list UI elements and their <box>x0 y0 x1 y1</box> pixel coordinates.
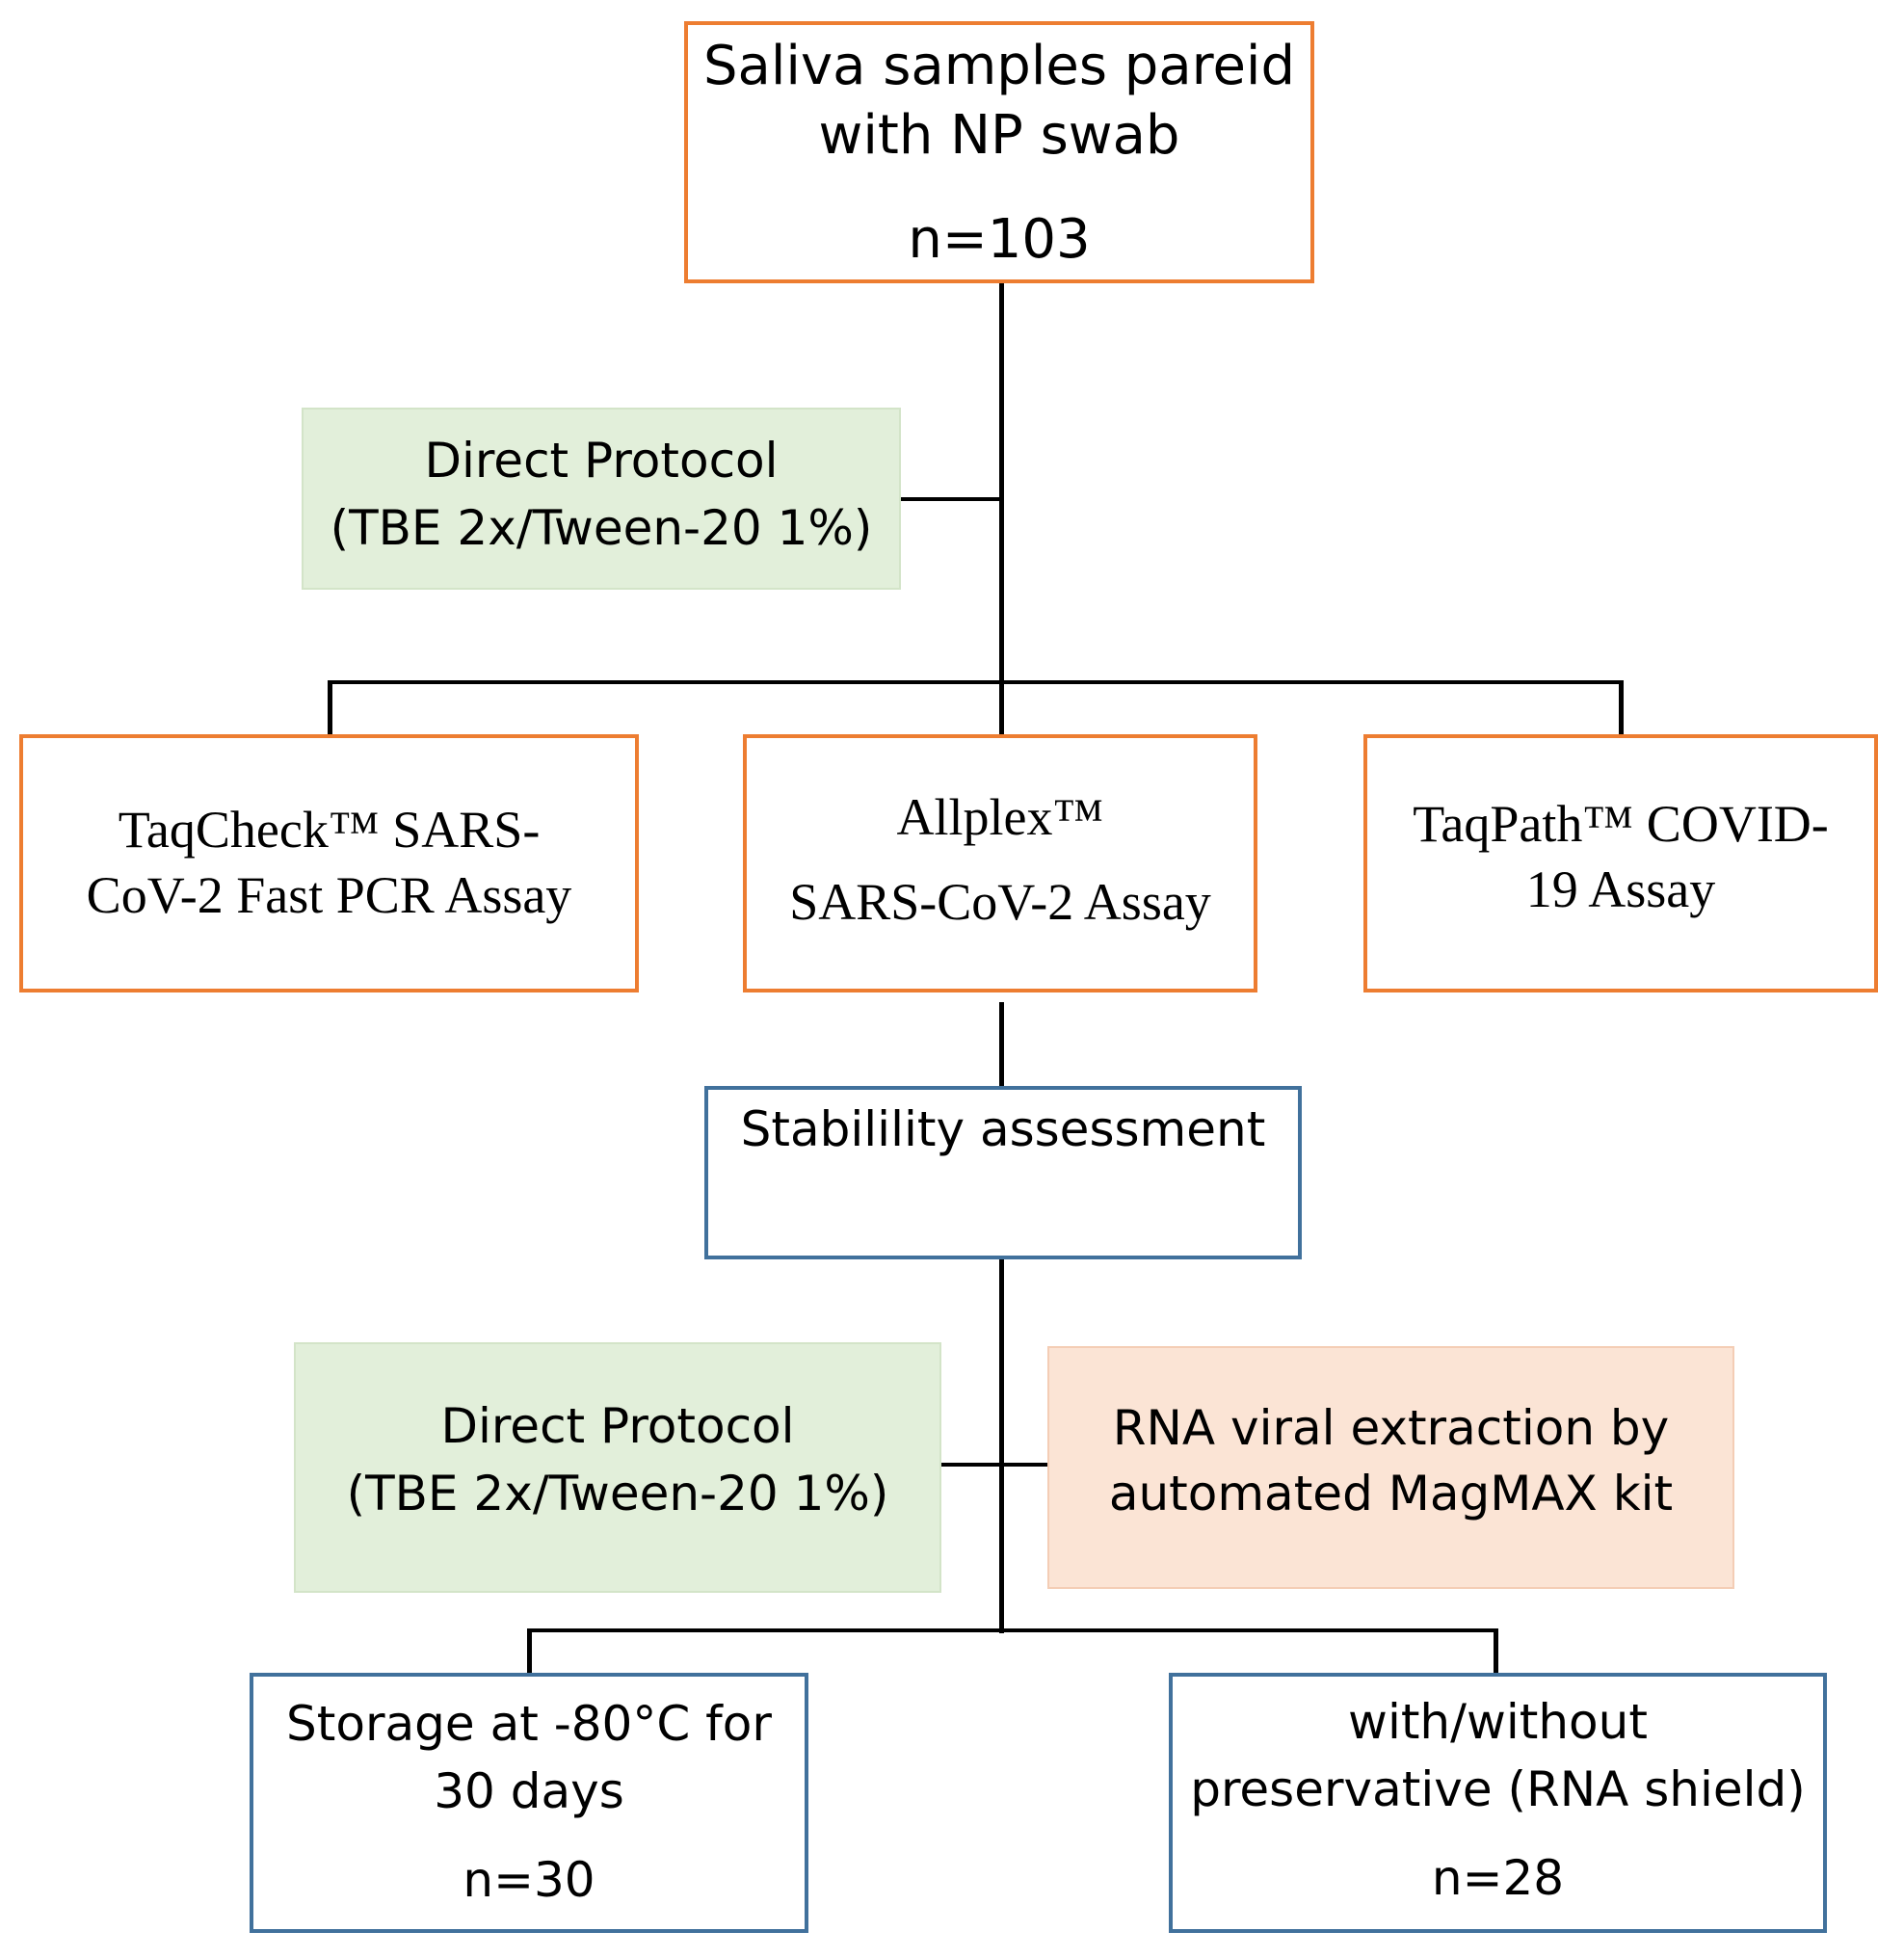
direct-protocol-top-line2: (TBE 2x/Tween-20 1%) <box>330 500 873 556</box>
preservative-line1: with/without <box>1348 1694 1648 1750</box>
direct-protocol-bottom-box: Direct Protocol (TBE 2x/Tween-20 1%) <box>294 1342 941 1593</box>
saliva-samples-line2: with NP swab <box>818 104 1180 167</box>
saliva-samples-count: n=103 <box>908 208 1091 271</box>
connector-storage-left-drop <box>527 1628 532 1673</box>
connector-storage-branch <box>527 1628 1498 1632</box>
rna-extraction-line2: automated MagMAX kit <box>1108 1466 1674 1521</box>
taqpath-assay-box: TaqPath™ COVID- 19 Assay <box>1363 734 1878 992</box>
preservative-line2: preservative (RNA shield) <box>1190 1761 1806 1817</box>
connector-top-trunk <box>999 283 1004 734</box>
direct-protocol-top-line1: Direct Protocol <box>424 433 779 489</box>
storage-line1: Storage at -80°C for <box>286 1696 772 1752</box>
direct-protocol-bottom-line2: (TBE 2x/Tween-20 1%) <box>346 1466 889 1521</box>
connector-storage-right-drop <box>1494 1628 1498 1673</box>
stability-assessment-box: Stabilility assessment <box>704 1086 1302 1259</box>
allplex-assay-line2: SARS-CoV-2 Assay <box>789 873 1211 931</box>
direct-protocol-top-box: Direct Protocol (TBE 2x/Tween-20 1%) <box>302 408 901 590</box>
connector-stability-trunk <box>999 1259 1004 1633</box>
taqpath-assay-line1: TaqPath™ COVID- <box>1413 795 1829 853</box>
taqcheck-assay-line1: TaqCheck™ SARS- <box>118 801 541 859</box>
connector-assay-branch <box>328 680 1624 684</box>
allplex-assay-line1: Allplex™ <box>896 788 1104 846</box>
direct-protocol-bottom-line1: Direct Protocol <box>440 1398 795 1454</box>
rna-extraction-box: RNA viral extraction by automated MagMAX… <box>1047 1346 1734 1589</box>
storage-count: n=30 <box>463 1852 595 1908</box>
connector-assay-right-drop <box>1619 680 1624 734</box>
stability-assessment-label: Stabilility assessment <box>740 1101 1266 1157</box>
storage-line2: 30 days <box>434 1763 624 1819</box>
connector-assay-left-drop <box>328 680 332 734</box>
rna-extraction-line1: RNA viral extraction by <box>1112 1400 1670 1456</box>
storage-box: Storage at -80°C for 30 days n=30 <box>250 1673 808 1933</box>
preservative-box: with/without preservative (RNA shield) n… <box>1169 1673 1827 1933</box>
connector-method-branch <box>940 1463 1048 1467</box>
taqcheck-assay-line2: CoV-2 Fast PCR Assay <box>86 866 572 924</box>
taqpath-assay-line2: 19 Assay <box>1525 860 1716 918</box>
connector-direct-protocol-top <box>901 497 1001 501</box>
saliva-samples-line1: Saliva samples pareid <box>702 35 1296 97</box>
connector-allplex-to-stability <box>999 1002 1004 1089</box>
saliva-samples-box: Saliva samples pareid with NP swab n=103 <box>684 21 1314 283</box>
taqcheck-assay-box: TaqCheck™ SARS- CoV-2 Fast PCR Assay <box>19 734 639 992</box>
preservative-count: n=28 <box>1431 1850 1565 1906</box>
allplex-assay-box: Allplex™ SARS-CoV-2 Assay <box>743 734 1257 992</box>
